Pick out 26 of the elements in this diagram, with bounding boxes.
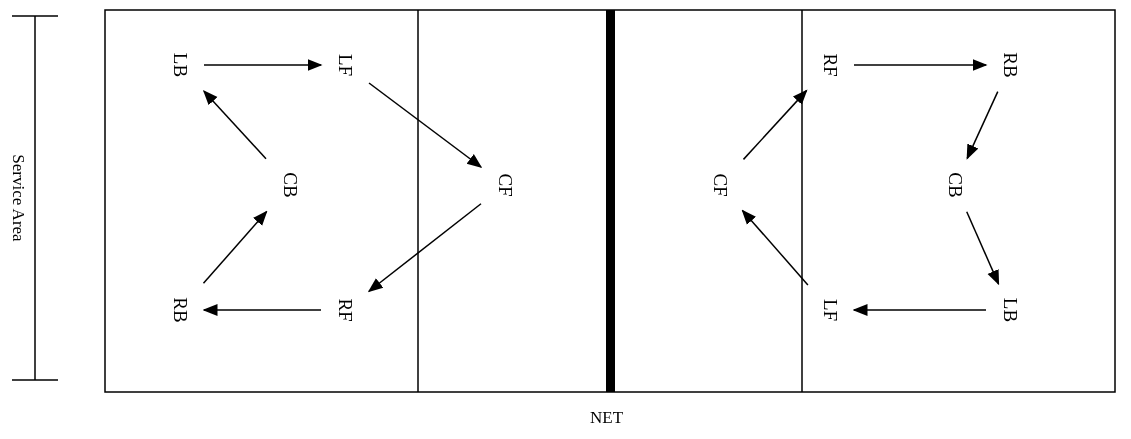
arrow bbox=[852, 304, 987, 316]
position-label: LF bbox=[335, 53, 355, 77]
position-label: LB bbox=[1000, 297, 1020, 323]
arrow bbox=[367, 203, 482, 293]
arrow bbox=[203, 59, 323, 71]
arrow bbox=[202, 210, 268, 285]
position-label: RF bbox=[335, 298, 355, 322]
arrow bbox=[742, 89, 808, 161]
position-label: RB bbox=[1000, 52, 1020, 78]
arrow bbox=[966, 210, 1000, 286]
arrow bbox=[966, 90, 999, 160]
arrow bbox=[202, 90, 267, 160]
position-label: RB bbox=[170, 297, 190, 323]
position-label: CF bbox=[495, 173, 515, 197]
arrow bbox=[368, 82, 483, 168]
arrow bbox=[202, 304, 322, 316]
arrow bbox=[741, 209, 809, 286]
net-label: NET bbox=[590, 408, 624, 428]
position-label: CB bbox=[280, 172, 300, 198]
arrow bbox=[853, 59, 988, 71]
position-label: RF bbox=[820, 53, 840, 77]
position-label: LF bbox=[820, 298, 840, 322]
service-area-label: Service Area bbox=[8, 154, 28, 242]
position-label: LB bbox=[170, 52, 190, 78]
position-label: CF bbox=[710, 173, 730, 197]
position-label: CB bbox=[945, 172, 965, 198]
